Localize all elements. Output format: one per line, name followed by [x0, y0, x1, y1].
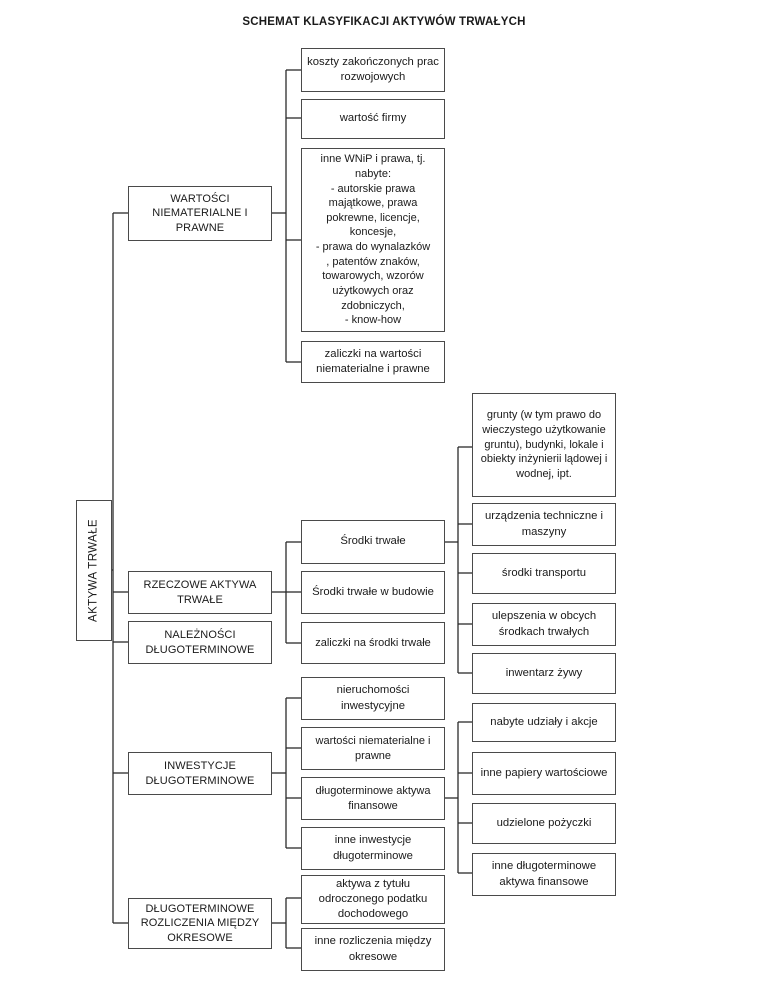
- node-nabyte-udzialy-i-akcje[interactable]: nabyte udziały i akcje: [472, 703, 616, 742]
- category-rzeczowe-aktywa-trwale[interactable]: RZECZOWE AKTYWA TRWAŁE: [128, 571, 272, 614]
- node-grunty-budynki-lokale[interactable]: grunty (w tym prawo do wieczystego użytk…: [472, 393, 616, 497]
- page-title: SCHEMAT KLASYFIKACJI AKTYWÓW TRWAŁYCH: [242, 16, 526, 28]
- node-srodki-trwale[interactable]: Środki trwałe: [301, 520, 445, 564]
- node-inne-wnip-i-prawa[interactable]: inne WNiP i prawa, tj. nabyte: - autorsk…: [301, 148, 445, 332]
- node-ulepszenia-w-obcych-srodkach-trwalych[interactable]: ulepszenia w obcych środkach trwałych: [472, 603, 616, 646]
- node-dlugoterminowe-aktywa-finansowe[interactable]: długoterminowe aktywa finansowe: [301, 777, 445, 820]
- node-srodki-trwale-w-budowie[interactable]: Środki trwałe w budowie: [301, 571, 445, 614]
- node-aktywa-z-tytulu-odroczonego-podatku-dochodowego[interactable]: aktywa z tytułu odroczonego podatku doch…: [301, 875, 445, 924]
- category-dlugoterminowe-rozliczenia-miedzy-okresowe[interactable]: DŁUGOTERMINOWE ROZLICZENIA MIĘDZY OKRESO…: [128, 898, 272, 949]
- node-inne-rozliczenia-miedzy-okresowe[interactable]: inne rozliczenia między okresowe: [301, 928, 445, 971]
- node-inne-papiery-wartosciowe[interactable]: inne papiery wartościowe: [472, 752, 616, 795]
- node-zaliczki-na-srodki-trwale[interactable]: zaliczki na środki trwałe: [301, 622, 445, 664]
- node-urzadzenia-techniczne-i-maszyny[interactable]: urządzenia techniczne i maszyny: [472, 503, 616, 546]
- category-inwestycje-dlugoterminowe[interactable]: INWESTYCJE DŁUGOTERMINOWE: [128, 752, 272, 795]
- node-wartosc-firmy[interactable]: wartość firmy: [301, 99, 445, 139]
- node-nieruchomosci-inwestycyjne[interactable]: nieruchomości inwestycyjne: [301, 677, 445, 720]
- node-inne-dlugoterminowe-aktywa-finansowe[interactable]: inne długoterminowe aktywa finansowe: [472, 853, 616, 896]
- node-udzielone-pozyczki[interactable]: udzielone pożyczki: [472, 803, 616, 844]
- category-naleznosci-dlugoterminowe[interactable]: NALEŻNOŚCI DŁUGOTERMINOWE: [128, 621, 272, 664]
- node-inwentarz-zywy[interactable]: inwentarz żywy: [472, 653, 616, 694]
- category-wartosci-niematerialne-i-prawne[interactable]: WARTOŚCI NIEMATERIALNE I PRAWNE: [128, 186, 272, 241]
- node-zaliczki-na-wartosci-niematerialne-i-prawne[interactable]: zaliczki na wartości niematerialne i pra…: [301, 341, 445, 383]
- node-koszty-zakonczonych-prac-rozwojowych[interactable]: koszty zakończonych prac rozwojowych: [301, 48, 445, 92]
- root-node-aktywa-trwale[interactable]: AKTYWA TRWAŁE: [76, 500, 112, 641]
- node-srodki-transportu[interactable]: środki transportu: [472, 553, 616, 594]
- node-inne-inwestycje-dlugoterminowe[interactable]: inne inwestycje długoterminowe: [301, 827, 445, 870]
- node-wartosci-niematerialne-i-prawne-inwestycje[interactable]: wartości niematerialne i prawne: [301, 727, 445, 770]
